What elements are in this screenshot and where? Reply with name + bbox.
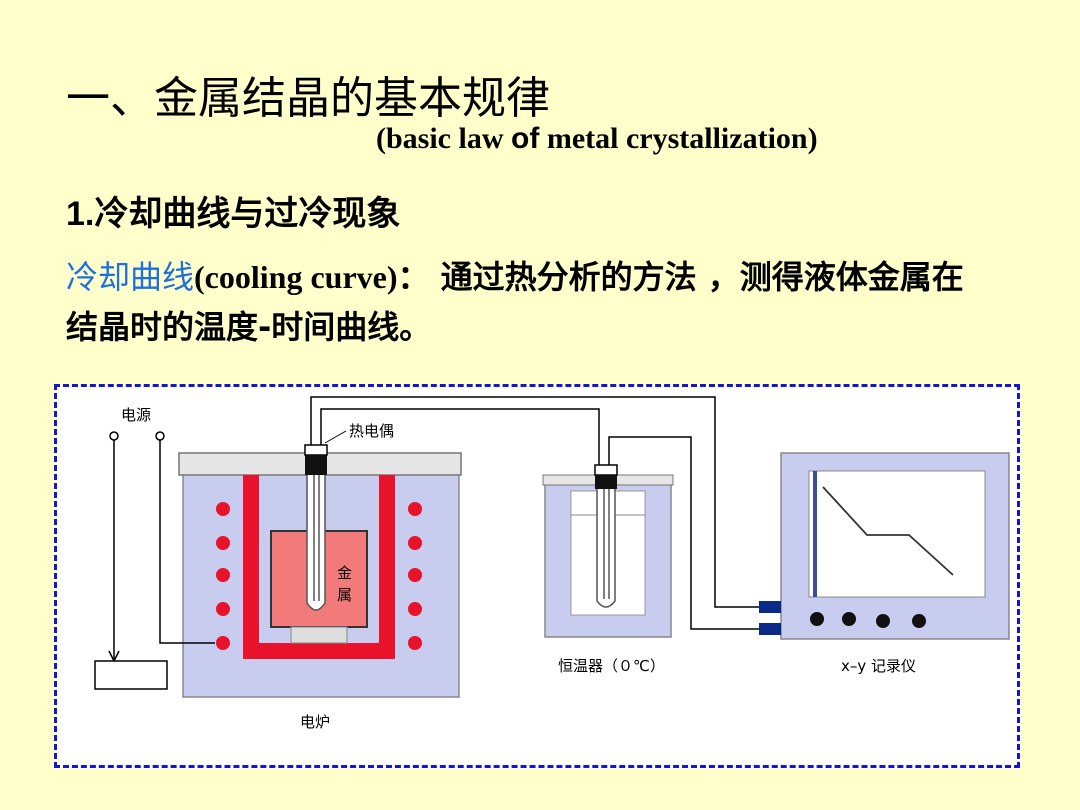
subtitle-part-2: metal crystallization) — [539, 122, 818, 155]
metal-label-1: 金 — [337, 564, 352, 582]
subtitle-part-1: (basic law — [376, 122, 511, 155]
section-heading: 1.冷却曲线与过冷现象 — [66, 186, 400, 235]
definition-text: ： 通过热分析的方法 ，测得液体金属在结晶时的温度-时间曲线。 — [66, 258, 964, 346]
recorder-input-b — [759, 623, 781, 635]
definition-english: (cooling curve) — [194, 259, 398, 295]
subtitle-of: of — [511, 122, 540, 155]
thermocouple-label: 热电偶 — [349, 422, 394, 440]
heating-coils-left — [216, 502, 230, 650]
furnace-heating-wall — [243, 475, 395, 659]
definition-paragraph: 冷却曲线(cooling curve)： 通过热分析的方法 ，测得液体金属在结晶… — [66, 252, 966, 352]
slide-subtitle: (basic law of metal crystallization) — [376, 122, 818, 156]
metal-label-2: 属 — [337, 586, 352, 604]
heating-coils-right — [408, 502, 422, 650]
thermocouple-tube — [306, 475, 326, 611]
crucible-support — [290, 626, 348, 644]
recorder-screen — [808, 470, 986, 598]
section-number: 1. — [66, 195, 95, 233]
signal-wire-cold-junction-b — [608, 436, 759, 630]
power-label: 电源 — [121, 406, 151, 424]
apparatus-figure: 电源 金 属 热电偶 — [54, 384, 1020, 768]
recorder-cooling-curve — [822, 486, 954, 576]
recorder-knobs — [810, 612, 926, 628]
cold-junction-cap — [594, 464, 618, 476]
definition-term: 冷却曲线 — [66, 258, 195, 296]
signal-wire-outer — [310, 396, 759, 608]
cold-junction-tube — [596, 489, 616, 608]
thermocouple-cap — [304, 444, 328, 456]
thermocouple-pointer — [324, 430, 347, 444]
recorder-label: x–y 记录仪 — [841, 657, 916, 675]
cold-junction-plug — [595, 475, 617, 489]
thermostat-label: 恒温器（０℃） — [558, 657, 665, 675]
apparatus-diagram: 电源 金 属 热电偶 — [94, 396, 1010, 731]
power-terminal-right — [155, 431, 165, 441]
thermocouple-plug — [305, 455, 327, 475]
controller-box — [94, 660, 168, 690]
slide-title: 一、金属结晶的基本规律 — [66, 73, 550, 124]
section-text: 冷却曲线与过冷现象 — [94, 194, 401, 234]
signal-wire-cold-junction-a — [320, 408, 600, 469]
furnace-label: 电炉 — [300, 713, 330, 731]
recorder-input-a — [759, 601, 781, 613]
power-terminal-left — [109, 431, 119, 441]
power-wire-right — [159, 440, 215, 644]
